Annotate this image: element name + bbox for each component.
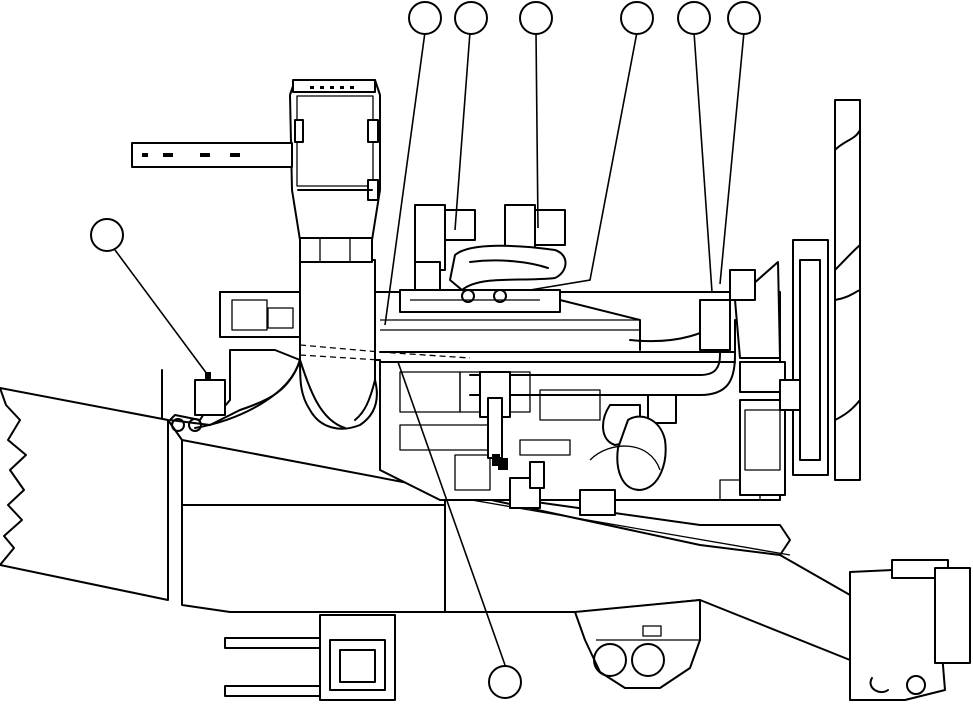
leader-6 bbox=[693, 31, 713, 293]
callout-circle-3 bbox=[454, 1, 488, 35]
callouts bbox=[90, 1, 761, 699]
callout-circle-1 bbox=[90, 218, 124, 252]
leader-3 bbox=[454, 31, 471, 231]
callout-circle-6 bbox=[677, 1, 711, 35]
callout-circle-2 bbox=[408, 1, 442, 35]
leader-2 bbox=[384, 31, 426, 326]
leader-1 bbox=[114, 249, 211, 379]
air-cleaner bbox=[289, 79, 381, 263]
callout-circle-8 bbox=[488, 665, 522, 699]
callout-circle-5 bbox=[620, 1, 654, 35]
rear-mount bbox=[849, 559, 971, 701]
intake-tube bbox=[299, 259, 471, 430]
turbo-assembly bbox=[399, 204, 567, 313]
mounting-strap bbox=[131, 142, 293, 168]
lower-bracket bbox=[574, 599, 701, 689]
callout-circle-7 bbox=[727, 1, 761, 35]
leader-5 bbox=[529, 31, 638, 291]
clamp-dots bbox=[310, 86, 354, 89]
leader-7 bbox=[719, 31, 745, 285]
leader-4 bbox=[535, 31, 539, 229]
bell-housing bbox=[161, 349, 301, 432]
front-cover bbox=[699, 261, 786, 496]
frame-rail-left bbox=[0, 387, 183, 601]
fan-pulley bbox=[779, 239, 829, 476]
fan-blade bbox=[834, 99, 861, 481]
leader-8 bbox=[397, 361, 506, 666]
lower-yoke bbox=[224, 614, 396, 701]
leader-lines bbox=[114, 31, 745, 666]
callout-circle-4 bbox=[519, 1, 553, 35]
